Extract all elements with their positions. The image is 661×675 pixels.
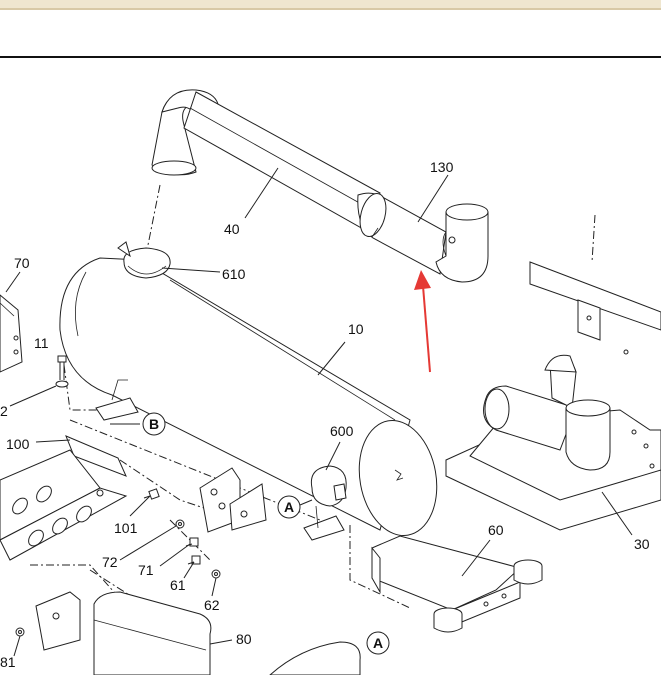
- leader-lines: [5, 167, 633, 657]
- muffler-10: [59, 241, 438, 541]
- part-label-11: 11: [34, 335, 49, 351]
- callout-a-2-label: A: [373, 635, 383, 651]
- part-label-2: 2: [0, 403, 8, 419]
- callout-a-1: A: [277, 495, 301, 519]
- part-label-80: 80: [236, 631, 252, 647]
- bolt-11: [55, 355, 69, 388]
- frame-rail-100: [0, 435, 128, 561]
- part-label-81: 81: [0, 654, 16, 670]
- callout-b-label: B: [149, 416, 159, 432]
- mounting-plates: [199, 467, 267, 533]
- part-label-62: 62: [204, 597, 220, 613]
- top-banner: [0, 0, 661, 8]
- part-label-610: 610: [222, 266, 246, 282]
- part-label-130: 130: [430, 159, 454, 175]
- part-label-72: 72: [102, 554, 118, 570]
- header-divider: [0, 56, 661, 58]
- highlight-arrow: [414, 270, 431, 373]
- part-label-10: 10: [348, 321, 364, 337]
- part-labels: 130 40 610 70 10 11 2 100 600 101 72 71 …: [0, 159, 650, 670]
- callout-a-1-label: A: [284, 499, 294, 515]
- part-label-101: 101: [114, 520, 138, 536]
- exhaust-pipe-40: [151, 89, 489, 283]
- bracket-70: [0, 294, 23, 373]
- part-label-30: 30: [634, 536, 650, 552]
- part-label-71: 71: [138, 562, 154, 578]
- part-label-600: 600: [330, 423, 354, 439]
- support-60: [371, 535, 543, 633]
- assembly-30: [445, 261, 661, 531]
- callout-a-2: A: [366, 631, 390, 655]
- part-label-60: 60: [488, 522, 504, 538]
- part-label-100: 100: [6, 436, 30, 452]
- part-label-70: 70: [14, 255, 30, 271]
- part-label-40: 40: [224, 221, 240, 237]
- callout-b: B: [142, 412, 166, 436]
- part-label-61: 61: [170, 577, 186, 593]
- fasteners: [143, 488, 221, 579]
- top-banner-border: [0, 8, 661, 10]
- bottom-parts: [15, 591, 361, 675]
